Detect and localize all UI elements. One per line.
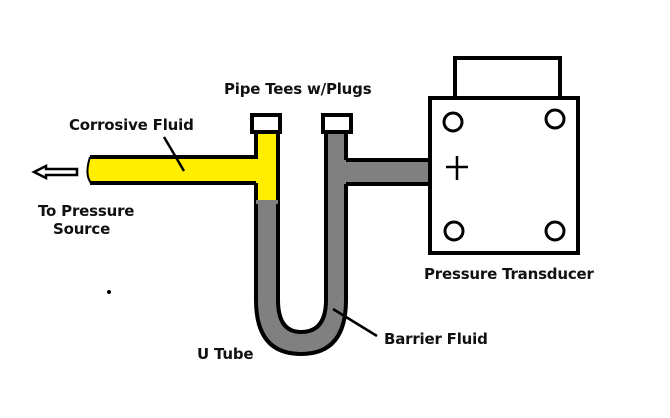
transducer-connector-pipe [344, 160, 432, 184]
corrosive-leader-line [162, 136, 186, 172]
u-tube-label: U Tube [197, 345, 254, 363]
to-pressure-label: To Pressure [38, 202, 135, 220]
pipe-tees-label: Pipe Tees w/Plugs [224, 80, 372, 98]
left-arrow-icon [31, 163, 79, 181]
bolt-icon [442, 111, 464, 133]
transducer-cap [453, 56, 562, 100]
bolt-icon [544, 108, 566, 130]
barrier-leader-line [332, 307, 378, 338]
bolt-icon [443, 220, 465, 242]
transducer-body [428, 96, 580, 255]
pressure-transducer-label: Pressure Transducer [424, 265, 594, 283]
plus-icon [446, 156, 468, 180]
right-tee-plug [321, 113, 353, 134]
source-label: Source [53, 220, 111, 238]
corrosive-fluid-label: Corrosive Fluid [69, 116, 194, 134]
stray-dot [107, 290, 111, 294]
left-tee-plug [250, 113, 282, 134]
bolt-icon [544, 220, 566, 242]
barrier-fluid-label: Barrier Fluid [384, 330, 488, 348]
